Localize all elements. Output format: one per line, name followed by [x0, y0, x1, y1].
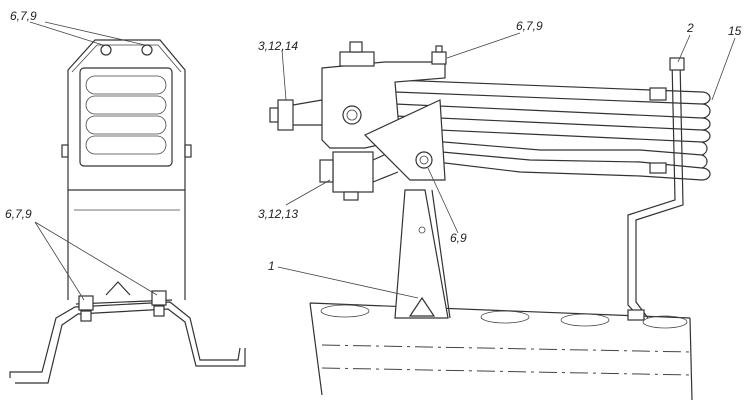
left-clamp: [9, 301, 246, 384]
callout-pivot: 6,9: [450, 231, 467, 245]
left-top-bolt-1: [100, 44, 112, 56]
callout-pipes: 15: [728, 24, 742, 38]
upper-fitting: [277, 99, 294, 131]
callout-upper-valve: 3,12,14: [258, 39, 298, 53]
left-nut-1: [78, 295, 94, 311]
valve-body: [321, 61, 446, 149]
callout-left-top: 6,7,9: [10, 9, 37, 23]
pivot-bolt: [415, 151, 433, 169]
right-view: [269, 32, 736, 401]
left-pipe-panel: [79, 67, 173, 167]
frame-beam: [309, 302, 693, 401]
callout-clamp: 2: [686, 21, 694, 35]
clamp-rod: [627, 59, 684, 319]
top-valve-cap: [339, 51, 375, 67]
callout-lower-valve: 3,12,13: [258, 207, 298, 221]
callout-top-middle: 6,7,9: [516, 19, 543, 33]
lower-valve: [332, 151, 374, 193]
callout-bracket: 1: [268, 259, 275, 273]
left-top-bolt-2: [141, 44, 153, 56]
callout-left-bottom: 6,7,9: [5, 207, 32, 221]
support-bracket: [394, 189, 449, 319]
left-view: [9, 21, 246, 384]
pipe-bundle: [394, 79, 711, 181]
